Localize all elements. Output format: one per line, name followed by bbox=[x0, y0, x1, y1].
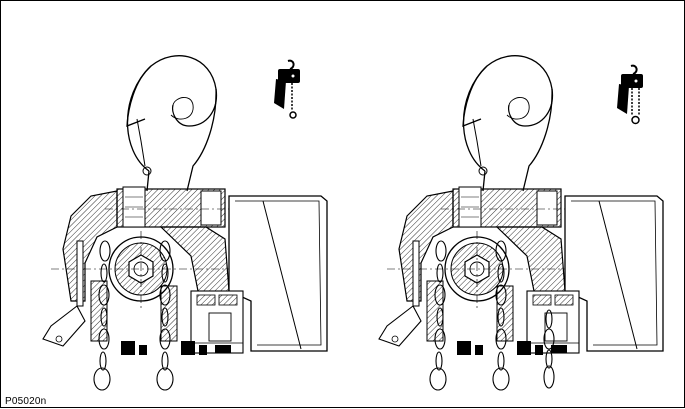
hoist-double-chain-fall bbox=[378, 55, 664, 391]
drawing-code: P05020n bbox=[5, 396, 47, 407]
hoist-single-chain-fall bbox=[42, 55, 328, 391]
hoist-double-fall-icon bbox=[616, 64, 644, 125]
hoist-single-fall-icon bbox=[273, 59, 301, 119]
